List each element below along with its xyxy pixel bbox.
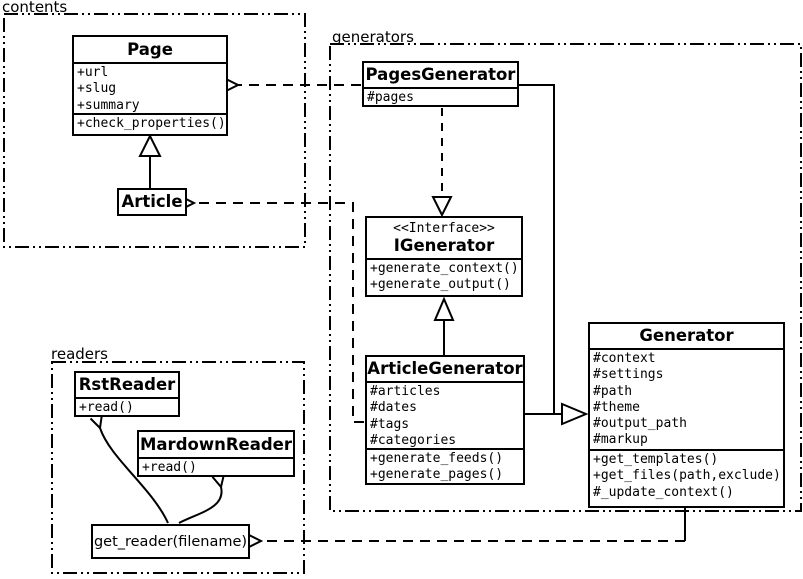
stereotype-label: <<Interface>> xyxy=(393,221,495,236)
class-title: Generator xyxy=(639,326,734,345)
attribute: #tags xyxy=(370,416,410,432)
attributes-section: #context #settings #path #theme #output_… xyxy=(590,348,783,449)
operation: +generate_context() xyxy=(370,261,519,276)
package-label-readers: readers xyxy=(51,345,108,363)
operation: +get_files(path,exclude) xyxy=(593,468,781,484)
operations-section: +generate_feeds() +generate_pages() xyxy=(367,448,523,483)
class-box-articlegenerator: ArticleGenerator #articles #dates #tags … xyxy=(365,355,525,485)
attribute: #categories xyxy=(370,432,457,448)
class-box-page: Page +url +slug +summary +check_properti… xyxy=(72,35,228,136)
class-title: Page xyxy=(127,40,173,59)
attribute: #context xyxy=(593,351,656,366)
attribute: #output_path xyxy=(593,416,687,432)
attributes-section: +url +slug +summary xyxy=(74,62,226,113)
package-border-readers xyxy=(51,361,305,574)
class-title: PagesGenerator xyxy=(365,65,516,84)
class-box-article: Article xyxy=(117,188,187,216)
class-title-text: IGenerator xyxy=(393,236,495,255)
arrow-getreader-to-mardownreader xyxy=(178,487,222,524)
operations-section: +read() xyxy=(76,397,178,415)
operation: +read() xyxy=(142,460,197,475)
attributes-section: #articles #dates #tags #categories xyxy=(367,381,523,448)
class-box-pagesgenerator: PagesGenerator #pages xyxy=(362,61,519,107)
inheritance-triangle-page xyxy=(138,133,162,157)
attribute: +summary xyxy=(77,97,140,113)
attribute: #markup xyxy=(593,432,648,448)
operation: +generate_pages() xyxy=(370,467,504,483)
attribute: #settings xyxy=(593,367,664,383)
operation: +generate_output() xyxy=(370,277,511,293)
operation: +read() xyxy=(79,400,134,415)
arrow-getreader-to-rstreader xyxy=(100,428,169,524)
operations-section: +generate_context() +generate_output() xyxy=(367,258,521,295)
attribute: #theme xyxy=(593,399,640,415)
attribute: +slug xyxy=(77,81,117,97)
attribute: #path xyxy=(593,383,633,399)
attributes-section: #pages xyxy=(364,87,517,105)
function-box-get-reader: get_reader(filename) xyxy=(91,524,250,559)
class-box-igenerator: <<Interface>> IGenerator +generate_conte… xyxy=(365,216,523,297)
class-box-generator: Generator #context #settings #path #them… xyxy=(588,322,785,508)
attribute: #articles xyxy=(370,384,441,399)
class-title: RstReader xyxy=(78,375,176,394)
attribute: #dates xyxy=(370,400,417,416)
operations-section: +get_templates() +get_files(path,exclude… xyxy=(590,449,783,506)
inheritance-triangle-igenerator xyxy=(433,296,455,321)
class-title: ArticleGenerator xyxy=(367,359,523,378)
package-label-contents: contents xyxy=(2,0,68,16)
class-box-mardownreader: MardownReader +read() xyxy=(137,430,295,477)
package-border-contents xyxy=(3,13,306,248)
operations-section: +check_properties() xyxy=(74,113,226,134)
operation: +get_templates() xyxy=(593,452,719,467)
operation: +generate_feeds() xyxy=(370,451,504,466)
operation: +check_properties() xyxy=(77,116,226,131)
operation: #_update_context() xyxy=(593,484,734,500)
class-box-rstreader: RstReader +read() xyxy=(74,371,180,417)
package-border-generators xyxy=(329,43,802,512)
attribute: +url xyxy=(77,65,109,80)
class-title: Article xyxy=(121,192,183,211)
package-label-generators: generators xyxy=(332,28,414,46)
class-title: MardownReader xyxy=(140,435,292,454)
realization-triangle-igenerator xyxy=(431,196,453,218)
inheritance-triangle-generator xyxy=(561,402,589,426)
dependency-arrow-articlegenerator-to-article xyxy=(194,203,364,423)
attribute: #pages xyxy=(367,90,414,105)
class-title: <<Interface>> IGenerator xyxy=(367,218,521,258)
operations-section: +read() xyxy=(139,457,293,475)
